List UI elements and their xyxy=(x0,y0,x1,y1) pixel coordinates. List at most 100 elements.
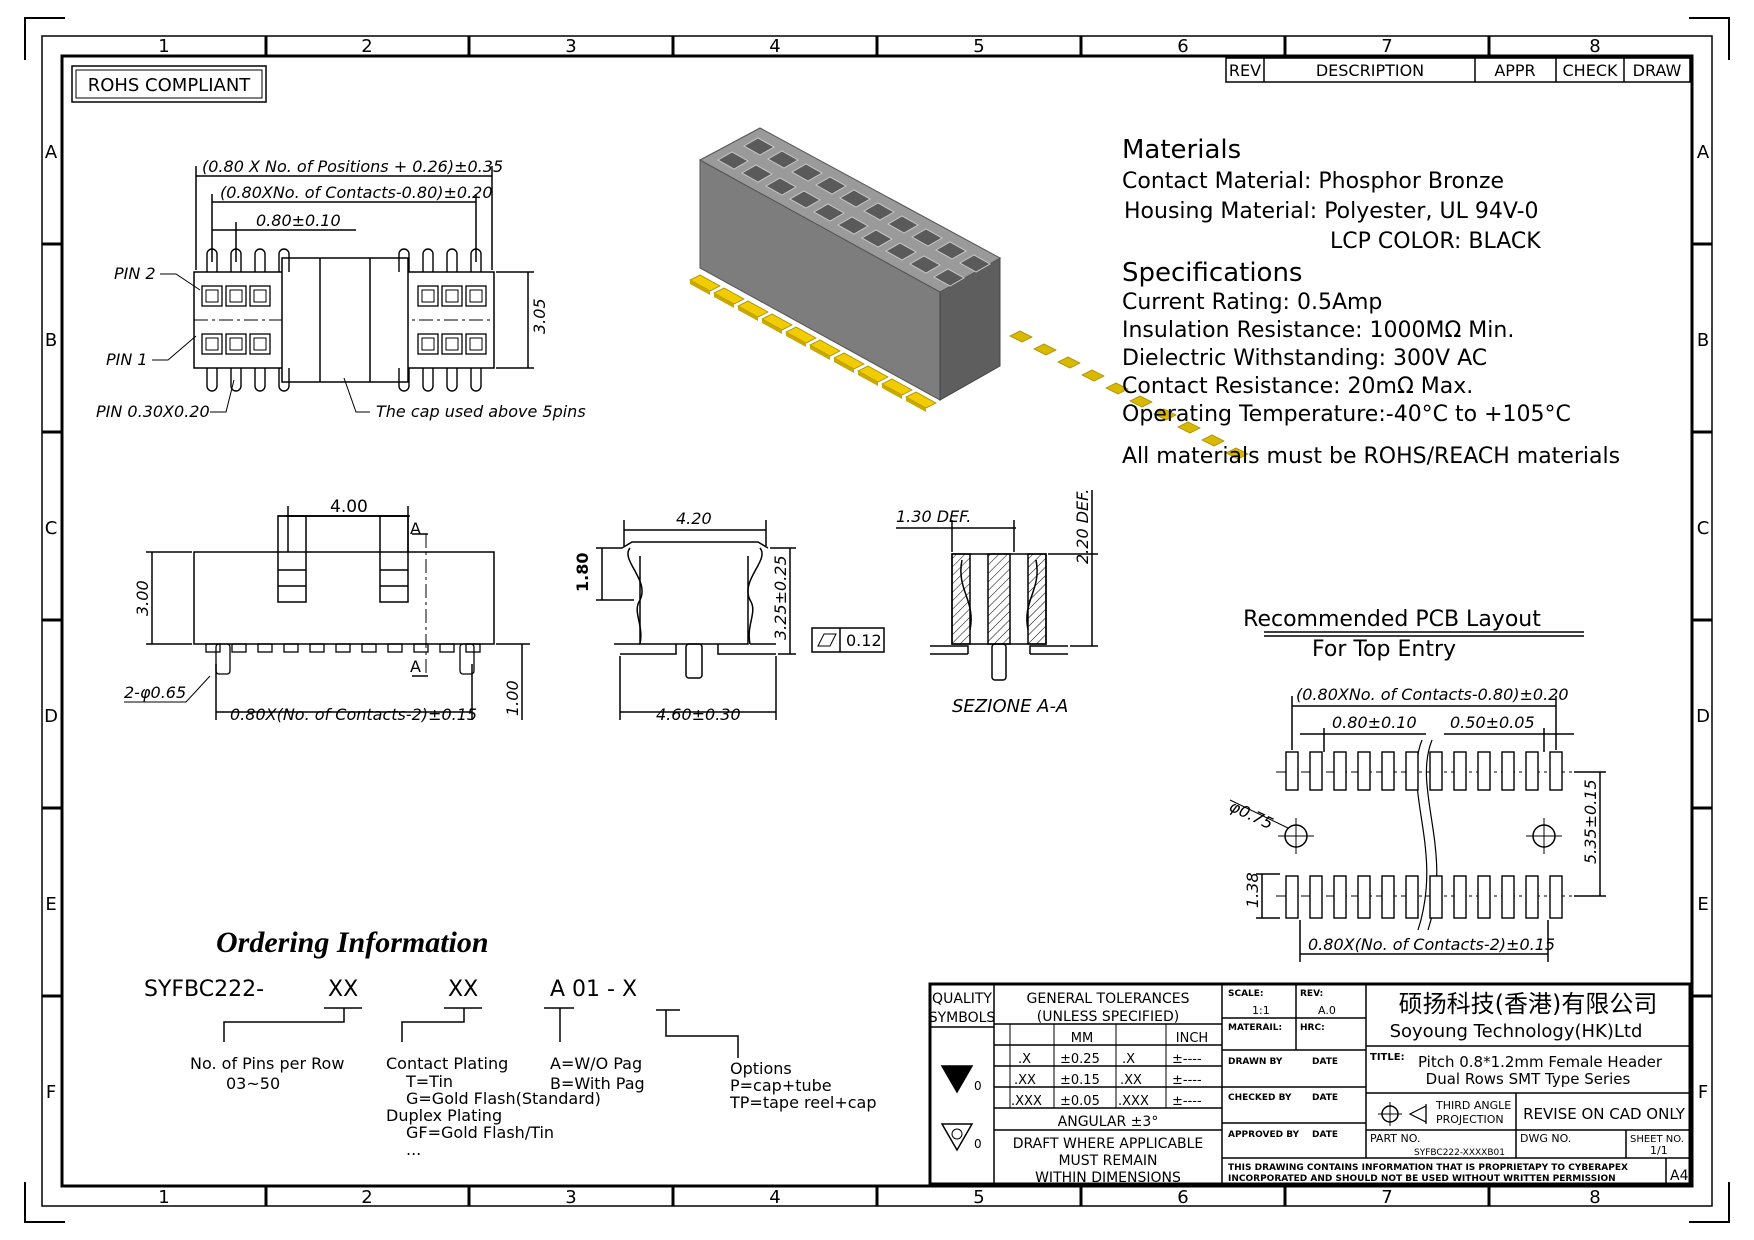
col-label-top: 2 xyxy=(361,36,372,57)
dim-420: 4.20 xyxy=(676,509,712,528)
smt-tail xyxy=(231,643,247,653)
smt-tail xyxy=(309,643,325,653)
contact-window xyxy=(469,289,483,303)
dim-holes: 2-φ0.65 xyxy=(124,683,186,702)
contact-window xyxy=(441,285,463,307)
front-view xyxy=(146,506,530,720)
front-view-leaders xyxy=(124,675,211,703)
pcb-pad xyxy=(1549,875,1563,919)
title-label: TITLE: xyxy=(1370,1052,1405,1063)
front-pins xyxy=(689,274,937,412)
spec-line: Contact Resistance: 20mΩ Max. xyxy=(1122,374,1473,399)
col-label-top: 7 xyxy=(1381,36,1392,57)
terminal-lead xyxy=(230,248,242,272)
revision-table xyxy=(1225,57,1691,83)
code-prefix: SYFBC222- xyxy=(144,977,264,1002)
dim-pcb-contacts: (0.80XNo. of Contacts-0.80)±0.20 xyxy=(1296,685,1569,704)
row-label-right: D xyxy=(1696,706,1710,727)
pin-rear xyxy=(1201,434,1225,447)
rohs-note: All materials must be ROHS/REACH materia… xyxy=(1122,444,1620,469)
rev-value: A.0 xyxy=(1318,1004,1336,1017)
pag-option: B=With Pag xyxy=(550,1074,645,1093)
dim-460: 4.60±0.30 xyxy=(656,705,741,724)
date-label: DATE xyxy=(1312,1093,1338,1103)
tolerances-head: GENERAL TOLERANCES xyxy=(1027,991,1190,1007)
terminal-lead xyxy=(422,248,434,272)
cavity xyxy=(908,255,942,274)
cavity xyxy=(958,254,992,273)
dim-300: 3.00 xyxy=(133,580,152,616)
dim-180: 1.80 xyxy=(573,553,592,592)
pcb-layout xyxy=(1229,696,1606,962)
rev-header: REV xyxy=(1229,61,1261,80)
section-label: SEZIONE A-A xyxy=(952,696,1068,717)
cavity xyxy=(814,176,848,195)
dim-130: 1.30 DEF. xyxy=(896,507,971,526)
contact-window xyxy=(225,285,247,307)
dim-400: 4.00 xyxy=(330,497,368,517)
unit-inch: INCH xyxy=(1176,1031,1208,1046)
flatness-value: 0.12 xyxy=(846,631,882,650)
tol-mm: ±0.05 xyxy=(1060,1094,1100,1109)
pins-range: 03~50 xyxy=(226,1074,280,1093)
pcb-pad xyxy=(1429,875,1443,919)
material-label: MATERAIL: xyxy=(1228,1023,1282,1033)
row-label-left: B xyxy=(45,330,57,351)
duplex-option: GF=Gold Flash/Tin xyxy=(406,1123,554,1142)
pcb-pad xyxy=(1333,875,1347,919)
pin-rear xyxy=(1033,343,1057,356)
contact-window xyxy=(417,333,439,355)
spec-line: Dielectric Withstanding: 300V AC xyxy=(1122,346,1487,371)
row-label-left: C xyxy=(45,518,58,539)
pcb-pad xyxy=(1525,751,1539,791)
pcb-pad xyxy=(1381,751,1395,791)
dim-pcb-width: 0.50±0.05 xyxy=(1450,713,1535,732)
proprietary-note: INCORPORATED AND SHOULD NOT BE USED WITH… xyxy=(1228,1174,1616,1184)
pin-front-edge xyxy=(834,358,854,373)
top-view-leaders xyxy=(152,273,370,413)
pin-rear xyxy=(1225,447,1249,460)
pcb-pad xyxy=(1477,751,1491,791)
pcb-pad xyxy=(1309,875,1323,919)
sheet-value: 1/1 xyxy=(1650,1144,1668,1157)
options-label: Options xyxy=(730,1059,792,1078)
pcb-pad xyxy=(1501,875,1515,919)
contact-window xyxy=(441,333,463,355)
dim-pcb-rows: 5.35±0.15 xyxy=(1581,779,1600,864)
pcb-pad xyxy=(1405,751,1419,791)
ordering-legend: No. of Pins per Row 03~50 Contact Platin… xyxy=(190,1054,877,1159)
description-header: DESCRIPTION xyxy=(1316,61,1424,80)
zone-labels: 1 2 3 4 5 6 7 8 1 2 3 4 5 6 7 8 A B C D … xyxy=(44,36,1710,1208)
top-view xyxy=(193,166,534,383)
top-view-labels: (0.80 X No. of Positions + 0.26)±0.35 (0… xyxy=(96,157,586,421)
contact-window xyxy=(229,289,243,303)
company-en: Soyoung Technology(HK)Ltd xyxy=(1390,1021,1643,1042)
draft-note: MUST REMAIN xyxy=(1058,1153,1157,1169)
quality-label: SYMBOLS xyxy=(929,1010,996,1026)
cavity xyxy=(812,203,846,222)
terminal-lead xyxy=(206,368,218,392)
cavity xyxy=(836,216,870,235)
contact-window xyxy=(445,337,459,351)
col-label-bottom: 3 xyxy=(565,1187,576,1208)
cavity xyxy=(886,215,920,234)
quality-label: QUALITY xyxy=(932,991,992,1007)
col-label-bottom: 7 xyxy=(1381,1187,1392,1208)
cavity xyxy=(740,164,774,183)
angular-tol: ANGULAR ±3° xyxy=(1058,1114,1159,1130)
ordering-info: Ordering Information SYFBC222- XX XX A 0… xyxy=(144,926,877,1159)
pin-rear xyxy=(1081,369,1105,382)
code-plating: XX xyxy=(448,977,478,1002)
sheet-label: SHEET NO. xyxy=(1630,1134,1684,1145)
plating-option: T=Tin xyxy=(405,1072,453,1091)
tol-mm: ±0.15 xyxy=(1060,1073,1100,1088)
revision-headers: REV DESCRIPTION APPR CHECK DRAW xyxy=(1229,61,1682,80)
paper-size: A4 xyxy=(1670,1168,1689,1184)
terminal-lead xyxy=(398,248,410,272)
row-label-right: C xyxy=(1697,518,1710,539)
row-label-right: E xyxy=(1697,894,1708,915)
pcb-pad xyxy=(1525,875,1539,919)
cavity xyxy=(884,242,918,261)
tolerances-head: (UNLESS SPECIFIED) xyxy=(1037,1009,1179,1025)
date-label: DATE xyxy=(1312,1057,1338,1067)
